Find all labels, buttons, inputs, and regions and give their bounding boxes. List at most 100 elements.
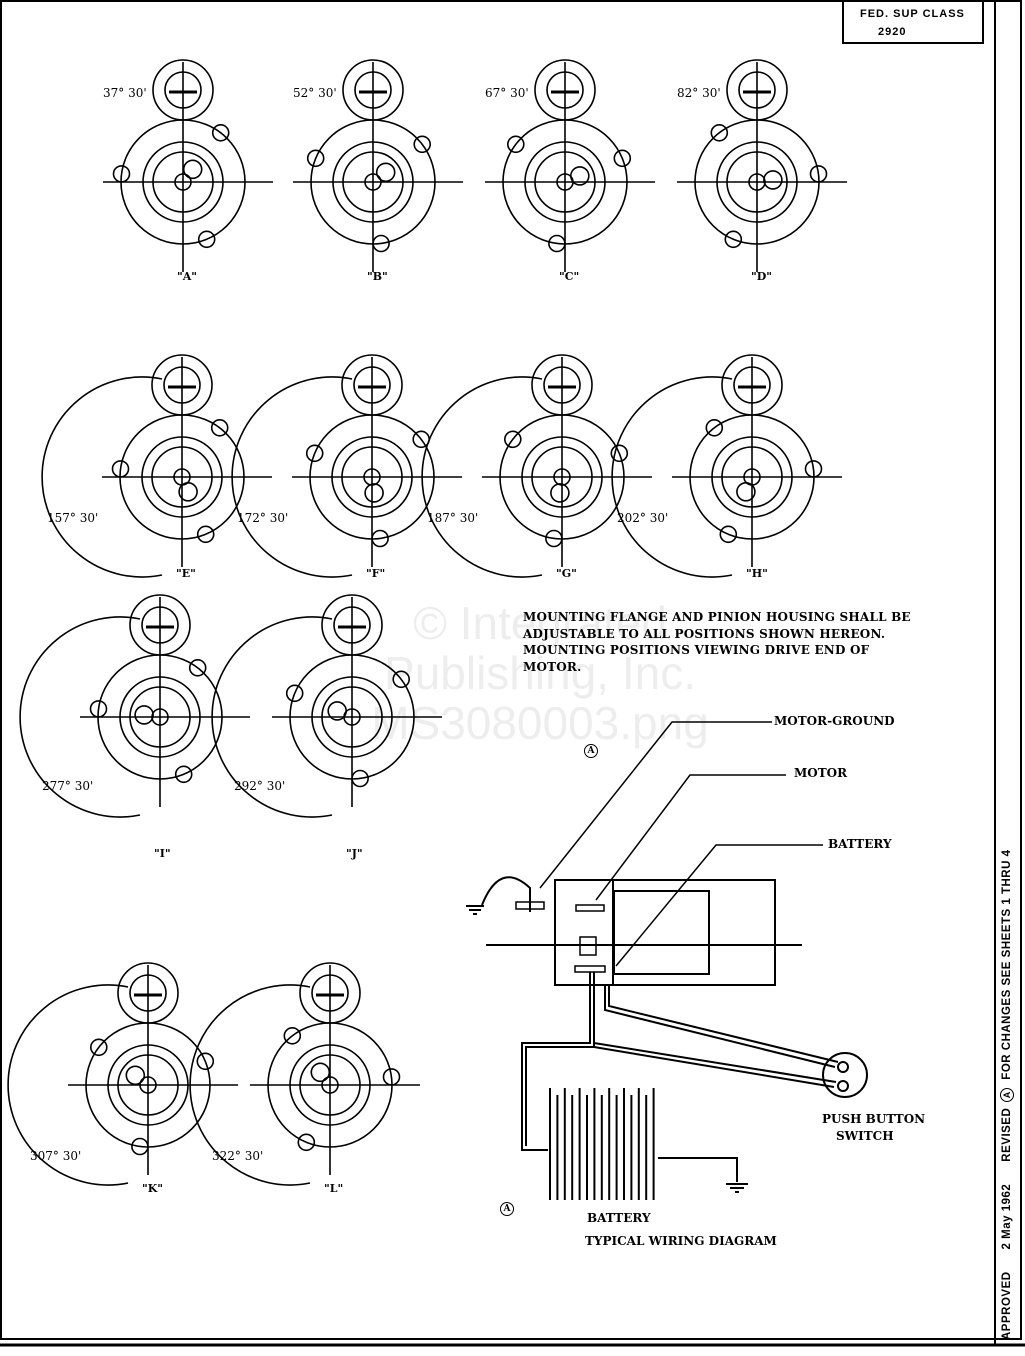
terminal-hole (164, 71, 202, 109)
pinion-housing (711, 436, 793, 518)
angle-arc (19, 616, 141, 818)
motor-view: 157° 30' "E" (41, 354, 272, 580)
position-letter: "I" (154, 847, 171, 860)
drive-recess (151, 446, 213, 508)
drive-recess (129, 686, 191, 748)
note-line: ADJUSTABLE TO ALL POSITIONS SHOWN HEREON… (523, 626, 886, 641)
motor-view: 82° 30'"D" (677, 59, 847, 283)
terminal-hole (738, 71, 776, 109)
mounting-hole (705, 418, 724, 437)
pinion (763, 170, 783, 190)
drive-recess (726, 151, 788, 213)
angle-arc (211, 616, 333, 818)
shaft (748, 173, 766, 191)
shaft (364, 173, 382, 191)
position-letter: "B" (367, 270, 388, 283)
angle-label: 292° 30' (234, 779, 285, 793)
pinion-housing (142, 141, 224, 223)
angle-arc (421, 376, 543, 578)
motor-views: 37° 30'"A"52° 30'"B"67° 30'"C"82° 30'"D"… (7, 59, 847, 1195)
shaft (553, 468, 571, 486)
pinion-housing (119, 676, 201, 758)
mounting-hole (545, 529, 563, 548)
mounting-hole (382, 1068, 401, 1086)
leader-battery (615, 844, 823, 967)
revision-mark: A (500, 1202, 514, 1216)
position-letter: "E" (176, 567, 196, 580)
push-button-switch (822, 1052, 868, 1098)
drive-recess (721, 446, 783, 508)
mounting-hole (297, 1133, 316, 1152)
mounting-hole (306, 149, 325, 168)
angle-arc (189, 984, 311, 1186)
pinion-housing (332, 141, 414, 223)
mounting-hole (351, 769, 369, 788)
angle-label: 187° 30' (427, 511, 478, 525)
wiring-diagram (466, 721, 868, 1200)
mounting-notes: MOUNTING FLANGE AND PINION HOUSING SHALL… (523, 609, 911, 675)
terminal-lug (129, 594, 191, 656)
mounting-hole (89, 700, 108, 718)
label-motor: MOTOR (794, 766, 848, 780)
mounting-hole (196, 525, 215, 544)
terminal-lug (531, 354, 593, 416)
motor-view: 322° 30'"L" (189, 962, 420, 1195)
shaft (363, 468, 381, 486)
position-letter: "K" (142, 1182, 163, 1195)
label-battery-terminal: BATTERY (828, 837, 892, 851)
angle-label: 202° 30' (617, 511, 668, 525)
mounting-hole (724, 230, 743, 249)
note-line: MOTOR. (523, 659, 582, 674)
terminal-hole (543, 366, 581, 404)
note-line: MOUNTING FLANGE AND PINION HOUSING SHALL… (523, 610, 911, 624)
label-switch: SWITCH (836, 1129, 894, 1143)
pinion (736, 481, 756, 502)
battery-ground-symbol (726, 1183, 748, 1193)
mounting-hole (809, 165, 828, 183)
terminal-lug (117, 962, 179, 1024)
position-letter: "C" (559, 270, 579, 283)
angle-label: 277° 30' (42, 779, 93, 793)
leader-motor (595, 774, 786, 901)
angle-label: 157° 30' (47, 511, 98, 525)
center-terminal (579, 936, 597, 956)
motor-inner (613, 890, 710, 975)
mounting-hole (371, 529, 389, 548)
approved-label: APPROVED (1001, 1271, 1013, 1340)
position-letter: "L" (324, 1182, 343, 1195)
drive-recess (342, 151, 404, 213)
pinion (375, 162, 396, 183)
terminal-lug (534, 59, 596, 121)
drive-recess (299, 1054, 361, 1116)
terminal-lug (342, 59, 404, 121)
mounting-hole (804, 460, 823, 478)
terminal-lug (341, 354, 403, 416)
drive-recess (152, 151, 214, 213)
terminal-lug (152, 59, 214, 121)
terminal-hole (354, 71, 392, 109)
pinion-housing (716, 141, 798, 223)
position-letter: "F" (366, 567, 385, 580)
pinion (310, 1062, 331, 1083)
approval-margin: APPROVED2 May 1962REVISEDAFOR CHANGES SE… (1000, 827, 1014, 1340)
terminal-hole (129, 974, 167, 1012)
pinion (182, 159, 203, 180)
angle-arc (611, 376, 733, 578)
mounting-hole (305, 444, 324, 463)
revised-label: REVISED (1001, 1107, 1013, 1162)
approved-date: 2 May 1962 (1001, 1183, 1013, 1250)
angle-arc (231, 376, 353, 578)
angle-label: 172° 30' (237, 511, 288, 525)
angle-arc (7, 984, 129, 1186)
position-letter: "A" (177, 270, 197, 283)
motor-view: 67° 30'"C" (485, 59, 655, 283)
motor-view: 277° 30' "I" (19, 594, 250, 860)
motor-view: 172° 30' "F" (231, 354, 462, 580)
mounting-hole (610, 444, 629, 463)
terminal-hole (353, 366, 391, 404)
pinion (178, 481, 198, 502)
mounting-hole (613, 149, 632, 168)
label-motor-ground: MOTOR-GROUND (774, 714, 895, 728)
mounting-hole (197, 230, 216, 249)
shaft (139, 1076, 157, 1094)
